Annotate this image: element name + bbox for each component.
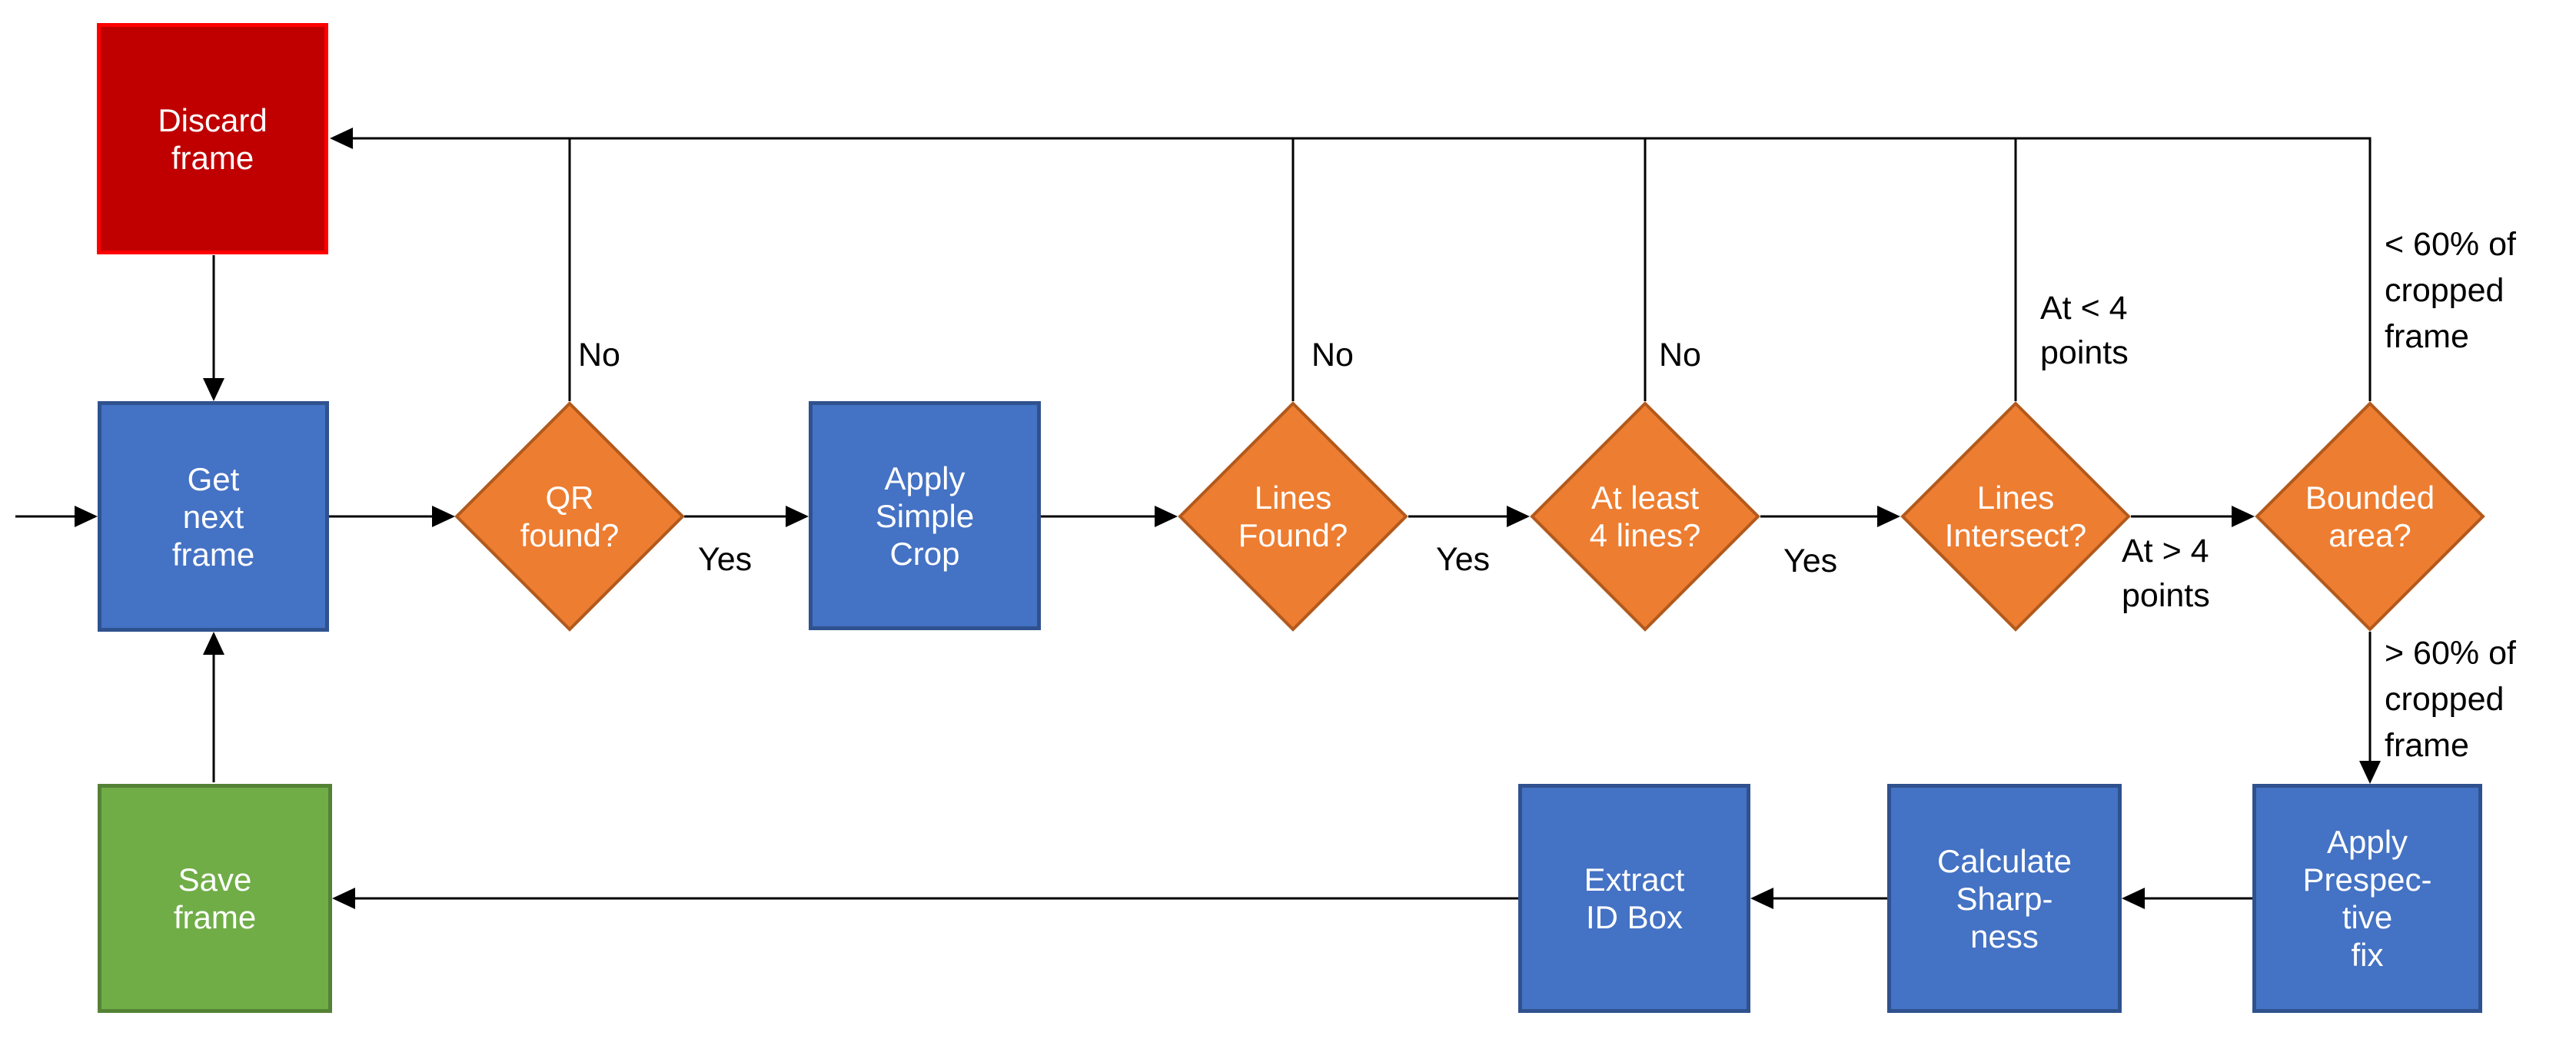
node-get-next-frame: Get next frame [98, 401, 329, 632]
diamond-shape [2255, 401, 2485, 632]
diamond-shape [1530, 401, 1760, 632]
node-lines-found: Lines Found? [1178, 401, 1408, 632]
node-calculate-sharpness: Calculate Sharp- ness [1887, 784, 2122, 1013]
node-lines-intersect: Lines Intersect? [1900, 401, 2131, 632]
node-bounded-area-label: Bounded area? [2305, 480, 2435, 553]
edge-label-bounded-lt60: < 60% of cropped frame [2385, 226, 2516, 355]
edge-label-intersect-gt4-points: At > 4 points [2122, 533, 2210, 614]
edge-label-4-lines-yes: Yes [1783, 543, 1838, 579]
edge-label-lines-found-no: No [1311, 337, 1354, 373]
node-lines-intersect-label: Lines Intersect? [1944, 480, 2087, 553]
node-apply-simple-crop: Apply Simple Crop [809, 401, 1041, 630]
node-qr-found: QR found? [454, 401, 685, 632]
diamond-shape [1900, 401, 2131, 632]
arrow-reject-collector-to-discard [330, 128, 2372, 401]
edge-label-qr-yes: Yes [698, 541, 753, 578]
node-at-least-4-lines: At least 4 lines? [1530, 401, 1760, 632]
node-apply-perspective-fix: Apply Prespec- tive fix [2252, 784, 2482, 1013]
edge-label-4-lines-no: No [1659, 337, 1701, 373]
node-at-least-4-lines-label: At least 4 lines? [1589, 480, 1701, 553]
node-save-frame: Save frame [98, 784, 332, 1013]
node-bounded-area: Bounded area? [2255, 401, 2485, 632]
node-lines-found-label: Lines Found? [1238, 480, 1348, 553]
edge-label-lines-found-yes: Yes [1436, 541, 1491, 578]
node-discard-frame: Discard frame [97, 23, 328, 254]
edge-label-intersect-lt4-points: At < 4 points [2040, 290, 2129, 371]
edge-label-bounded-gt60: > 60% of cropped frame [2385, 635, 2516, 764]
node-extract-id-box: Extract ID Box [1518, 784, 1750, 1013]
diamond-shape [454, 401, 685, 632]
node-qr-found-label: QR found? [520, 480, 620, 553]
diamond-shape [1178, 401, 1408, 632]
edge-label-qr-no: No [578, 337, 620, 373]
